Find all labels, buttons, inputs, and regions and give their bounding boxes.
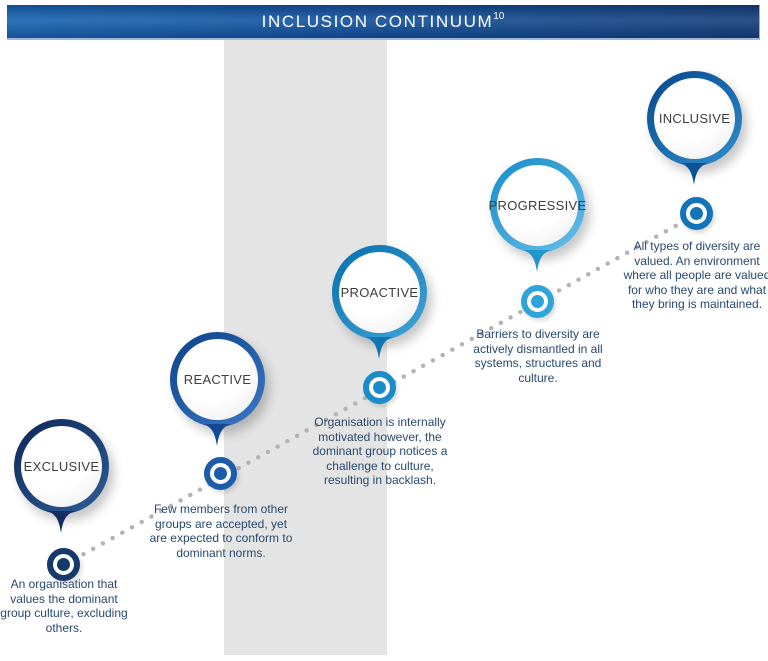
stage-description: Barriers to diversity are actively disma… (473, 327, 603, 385)
pin-tail-icon (47, 511, 75, 533)
stage-description: Organisation is internally motivated how… (312, 415, 448, 488)
stage-label: INCLUSIVE (658, 111, 731, 126)
stage-pin-bubble: PROACTIVE (332, 245, 427, 340)
bullseye-center-dot (57, 558, 70, 571)
bullseye-marker-icon (521, 285, 554, 318)
stage-pin-bubble: INCLUSIVE (647, 71, 742, 166)
pin-bubble-face (497, 165, 578, 246)
stage-label: REACTIVE (183, 372, 252, 387)
pin-bubble-face (21, 426, 102, 507)
stage-description: All types of diversity are valued. An en… (623, 239, 768, 312)
bullseye-marker-icon (363, 371, 396, 404)
pin-bubble-face (177, 339, 258, 420)
bullseye-marker-icon (47, 548, 80, 581)
header-bar: INCLUSION CONTINUUM10 (7, 5, 760, 40)
bullseye-marker-icon (680, 197, 713, 230)
pin-tail-icon (365, 337, 393, 359)
pin-tail-icon (203, 424, 231, 446)
bullseye-center-dot (531, 295, 544, 308)
bullseye-marker-icon (204, 457, 237, 490)
pin-tail-icon (680, 163, 708, 185)
stage-label: EXCLUSIVE (23, 459, 100, 474)
page-title: INCLUSION CONTINUUM10 (261, 10, 505, 32)
stage-label: PROGRESSIVE (488, 198, 587, 213)
title-superscript: 10 (493, 10, 505, 22)
page-title-text: INCLUSION CONTINUUM (261, 11, 494, 31)
pin-bubble-face (339, 252, 420, 333)
stage-label: PROACTIVE (340, 285, 419, 300)
bullseye-center-dot (690, 207, 703, 220)
bullseye-center-dot (373, 381, 386, 394)
pin-tail-icon (523, 250, 551, 272)
bullseye-center-dot (214, 467, 227, 480)
stage-pin-bubble: PROGRESSIVE (488, 158, 587, 253)
stage-pin-bubble: EXCLUSIVE (14, 419, 109, 514)
stage-description: An organisation that values the dominant… (0, 577, 128, 635)
stage-pin-bubble: REACTIVE (170, 332, 265, 427)
pin-bubble-face (654, 78, 735, 159)
stage-description: Few members from other groups are accept… (149, 502, 293, 560)
